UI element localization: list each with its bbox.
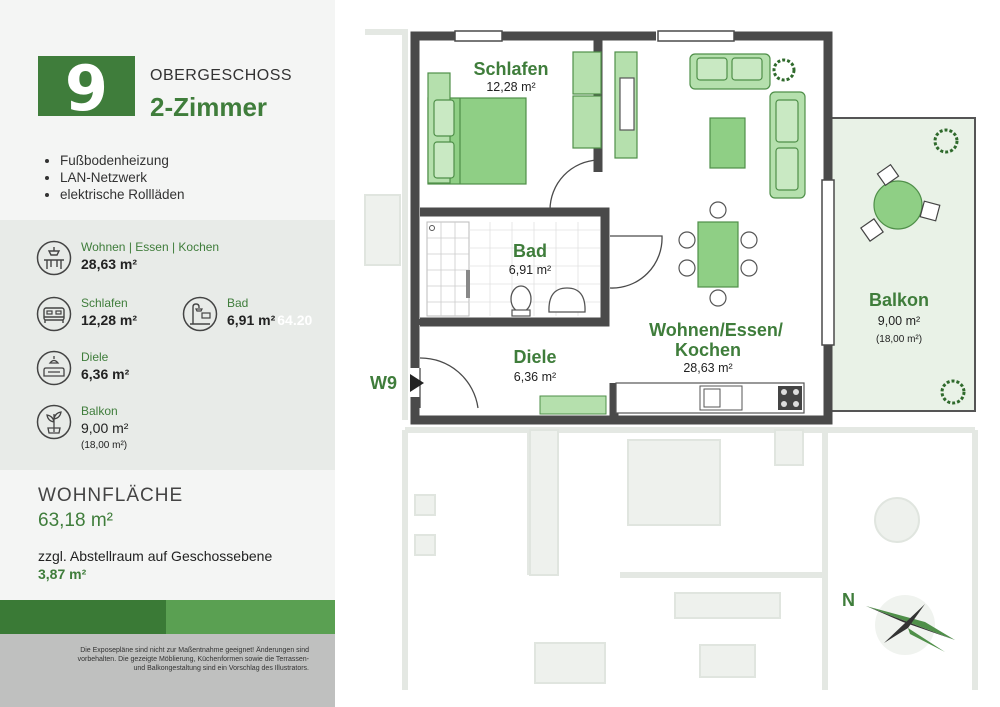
plan-schlafen-name: Schlafen: [473, 59, 548, 79]
area-balkon-sub: (18,00 m²): [81, 440, 128, 451]
area-balkon-value: 9,00 m²: [81, 420, 129, 436]
bad-fixtures: [426, 221, 600, 317]
area-diele: Diele 6,36 m²: [36, 350, 176, 390]
north-arrow-icon: [866, 604, 955, 652]
schlafen-furniture: [427, 51, 602, 185]
shower-icon: [182, 296, 218, 332]
entrance-label: W9: [370, 373, 397, 393]
neighbour-furniture: [364, 194, 920, 684]
area-diele-value: 6,36 m²: [81, 366, 130, 382]
abstellraum-label: zzgl. Abstellraum auf Geschossebene: [38, 548, 273, 564]
wohnflaeche-value: 63,18 m²: [38, 510, 113, 531]
feature-item: LAN-Netzwerk: [60, 169, 185, 186]
plan-bad-area: 6,91 m²: [509, 263, 551, 277]
plan-bad-name: Bad: [513, 241, 547, 261]
area-balkon: Balkon 9,00 m² (18,00 m²): [36, 404, 176, 456]
plan-wohnen-name-1: Wohnen/Essen/: [649, 320, 783, 340]
balkon-room: [827, 117, 976, 412]
feature-item: Fußbodenheizung: [60, 152, 185, 169]
balkon-furniture: [860, 163, 941, 242]
accent-bar-dark: [0, 600, 166, 634]
overlap-fragment: 64.20: [277, 312, 313, 328]
entrance-arrow-icon: [410, 374, 424, 392]
plant-icon: [36, 404, 72, 440]
plan-balkon-area: 9,00 m²: [878, 314, 920, 328]
feature-item: elektrische Rollläden: [60, 186, 185, 203]
plan-diele-area: 6,36 m²: [514, 370, 556, 384]
area-wohnen-label: Wohnen | Essen | Kochen: [81, 240, 220, 254]
inner-walls: [415, 209, 608, 325]
abstellraum-value: 3,87 m²: [38, 566, 87, 582]
kitchen: [615, 382, 805, 414]
area-bad-label: Bad: [227, 296, 249, 310]
accent-bar-light: [166, 600, 335, 634]
lamp-icon: [36, 350, 72, 386]
diele-furniture: [539, 395, 607, 415]
area-schlafen: Schlafen 12,28 m²: [36, 296, 176, 336]
disclaimer-text: Die Exposepläne sind nicht zur Maßentnah…: [77, 647, 309, 672]
plan-wohnen-name-2: Kochen: [675, 340, 741, 360]
plan-wohnen-area: 28,63 m²: [683, 361, 732, 375]
area-schlafen-value: 12,28 m²: [81, 312, 138, 328]
area-wohnen-value: 28,63 m²: [81, 256, 138, 272]
plan-balkon-name: Balkon: [869, 290, 929, 310]
bed-icon: [36, 296, 72, 332]
wohnflaeche-label: WOHNFLÄCHE: [38, 485, 184, 506]
plan-diele-name: Diele: [513, 347, 556, 367]
windows: [454, 30, 835, 346]
floor-plan: Schlafen 12,28 m² Bad 6,91 m² Wohnen/Ess…: [364, 29, 978, 690]
wohnen-furniture: [614, 51, 806, 307]
disclaimer-box: Die Exposepläne sind nicht zur Maßentnah…: [0, 634, 335, 707]
room-type: 2-Zimmer: [150, 92, 268, 122]
feature-list: Fußbodenheizung LAN-Netzwerk elektrische…: [38, 152, 185, 203]
north-label: N: [842, 590, 855, 610]
unit-number-badge: 9: [38, 52, 135, 125]
unit-number: 9: [64, 52, 109, 125]
doors: [419, 159, 663, 409]
area-schlafen-label: Schlafen: [81, 296, 128, 310]
plant-icon: [772, 58, 966, 405]
area-balkon-label: Balkon: [81, 404, 118, 418]
dining-table-icon: [36, 240, 72, 276]
area-wohnen: Wohnen | Essen | Kochen 28,63 m²: [36, 240, 296, 280]
area-diele-label: Diele: [81, 350, 109, 364]
plan-balkon-sub: (18,00 m²): [876, 334, 922, 345]
info-panel: 9 OBERGESCHOSS 2-Zimmer Fußbodenheizung …: [0, 0, 335, 707]
floor-label: OBERGESCHOSS: [150, 67, 293, 84]
plan-schlafen-area: 12,28 m²: [486, 80, 535, 94]
